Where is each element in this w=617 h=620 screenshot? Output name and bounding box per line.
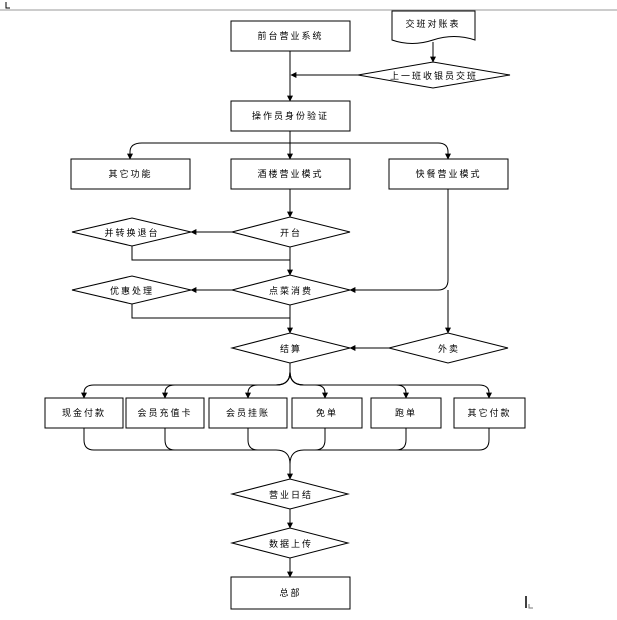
node-yingye-rijie: 营业日结	[230, 478, 350, 510]
node-zongbu: 总部	[230, 576, 351, 610]
node-youhui-label: 优惠处理	[110, 285, 154, 297]
page-corner-mark	[5, 2, 10, 9]
node-shangyiban: 上一班收银员交班	[357, 61, 511, 89]
node-qiantai-label: 前台营业系统	[257, 30, 323, 42]
node-kuaican-label: 快餐营业模式	[415, 168, 481, 180]
node-jiaoban-report-label: 交班对账表	[405, 18, 460, 30]
node-huiyuan-guazhang: 会员挂账	[208, 397, 288, 429]
node-miandan-label: 免单	[316, 407, 338, 419]
node-kaitai-label: 开台	[280, 227, 302, 239]
node-kuaican: 快餐营业模式	[388, 158, 509, 190]
node-qita-fukuan-label: 其它付款	[467, 407, 511, 419]
node-shuju-shangchuan-label: 数据上传	[269, 538, 313, 550]
node-miandan: 免单	[291, 397, 363, 429]
node-caozuoyuan-label: 操作员身份验证	[252, 110, 329, 122]
node-diancai-label: 点菜消费	[269, 285, 313, 297]
node-jiesuan: 结算	[230, 332, 351, 364]
node-qita-fukuan: 其它付款	[453, 397, 526, 429]
node-waimai: 外卖	[388, 332, 509, 364]
node-waimai-label: 外卖	[438, 343, 460, 355]
node-caozuoyuan: 操作员身份验证	[230, 100, 351, 132]
node-bingzhuan-label: 并转换退台	[104, 227, 159, 239]
node-diancai: 点菜消费	[230, 274, 351, 306]
node-paodan-label: 跑单	[395, 407, 417, 419]
node-qiantai: 前台营业系统	[230, 20, 351, 52]
node-jiesuan-label: 结算	[280, 343, 302, 355]
node-paodan: 跑单	[370, 397, 442, 429]
node-qita-gongneng: 其它功能	[70, 158, 191, 190]
node-jiulou-label: 酒楼营业模式	[257, 168, 323, 180]
node-shangyiban-label: 上一班收银员交班	[390, 70, 478, 82]
node-jiulou: 酒楼营业模式	[230, 158, 351, 190]
node-shuju-shangchuan: 数据上传	[230, 527, 350, 559]
node-xianjin: 现金付款	[44, 397, 124, 429]
node-huiyuan-guazhang-label: 会员挂账	[226, 407, 270, 419]
node-kaitai: 开台	[230, 216, 351, 248]
node-zongbu-label: 总部	[279, 587, 301, 599]
node-huiyuan-chongzhi: 会员充值卡	[125, 397, 205, 429]
node-youhui: 优惠处理	[71, 275, 192, 305]
node-bingzhuan: 并转换退台	[71, 217, 192, 247]
node-xianjin-label: 现金付款	[62, 407, 106, 419]
node-huiyuan-chongzhi-label: 会员充值卡	[137, 407, 192, 419]
node-jiaoban-report: 交班对账表	[391, 10, 476, 44]
node-yingye-rijie-label: 营业日结	[269, 489, 313, 501]
node-qita-gongneng-label: 其它功能	[108, 168, 152, 180]
text-cursor-mark	[525, 596, 533, 609]
connectors	[81, 42, 492, 578]
